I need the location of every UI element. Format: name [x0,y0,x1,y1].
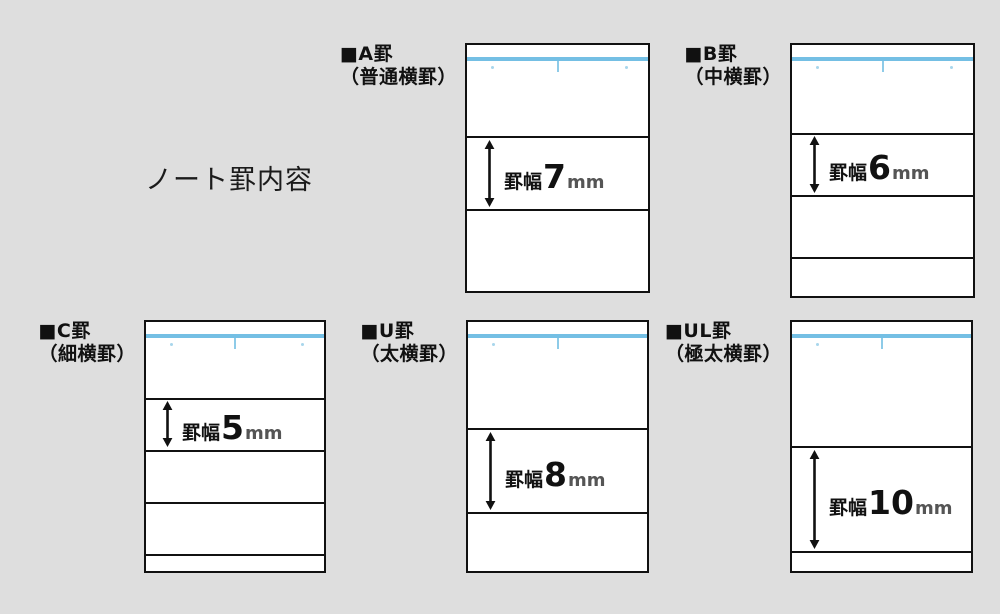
caption-unit: mm [914,498,953,519]
caption-value: 7 [543,157,566,196]
paper-sample-b [790,43,975,298]
ruling-line [146,502,324,504]
spec-name-u: （太横罫） [360,343,458,366]
dimension-arrow-icon [484,140,495,207]
blue-tick-center [557,61,559,72]
ruling-line [792,133,973,135]
caption-unit: mm [566,172,605,193]
ruling-line [792,446,971,448]
blue-tick-dot-left [816,343,819,346]
ruling-line [792,551,971,553]
paper-sample-a [465,43,650,293]
ruling-line [146,398,324,400]
caption-kanji: 罫幅 [829,162,868,184]
blue-tick-center [881,338,883,349]
spec-name-b: （中横罫） [684,66,782,89]
blue-header-rule [146,334,324,338]
dimension-caption-b: 罫幅 6 mm [829,151,930,184]
dimension-caption-u: 罫幅 8 mm [505,458,606,491]
spec-label-ul: ■UL罫 （極太横罫） [665,320,790,366]
page-title: ノート罫内容 [145,165,313,196]
dimension-caption-a: 罫幅 7 mm [504,160,605,193]
caption-unit: mm [244,423,283,444]
ruling-line [146,450,324,452]
spec-group-a: ■A罫 （普通横罫） 罫幅 7 mm [340,43,650,293]
paper-sample-c [144,320,326,573]
blue-tick-center [234,338,236,349]
spec-code-ul: ■UL罫 [664,320,732,342]
blue-header-rule [792,57,973,61]
spec-name-ul: （極太横罫） [664,343,782,366]
spec-label-b: ■B罫 （中横罫） [684,43,790,89]
ruling-line [467,209,648,211]
caption-unit: mm [567,470,606,491]
spec-code-b: ■B罫 [684,43,738,65]
caption-value: 10 [868,483,914,522]
blue-header-rule [467,57,648,61]
blue-tick-center [882,61,884,72]
blue-tick-dot-right [301,343,304,346]
dimension-caption-ul: 罫幅 10 mm [829,486,952,519]
dimension-caption-c: 罫幅 5 mm [182,411,283,444]
spec-label-c: ■C罫 （細横罫） [38,320,144,366]
caption-kanji: 罫幅 [504,171,543,193]
blue-tick-dot-left [816,66,819,69]
blue-tick-dot-left [170,343,173,346]
blue-tick-dot-left [492,343,495,346]
dimension-arrow-icon [809,450,820,549]
caption-value: 8 [544,455,567,494]
spec-label-a: ■A罫 （普通横罫） [340,43,465,89]
caption-kanji: 罫幅 [182,422,221,444]
caption-unit: mm [891,163,930,184]
ruling-line [468,512,647,514]
spec-name-a: （普通横罫） [339,66,457,89]
blue-tick-dot-left [491,66,494,69]
spec-group-b: ■B罫 （中横罫） 罫幅 6 mm [684,43,975,298]
spec-group-c: ■C罫 （細横罫） 罫幅 5 mm [38,320,326,573]
blue-header-rule [792,334,971,338]
caption-value: 5 [221,408,244,447]
blue-tick-center [557,338,559,349]
blue-tick-dot-right [625,66,628,69]
dimension-arrow-icon [809,136,820,193]
caption-kanji: 罫幅 [505,469,544,491]
ruling-line [792,195,973,197]
blue-tick-dot-right [950,66,953,69]
spec-code-u: ■U罫 [360,320,415,342]
caption-kanji: 罫幅 [829,497,868,519]
dimension-arrow-icon [485,432,496,510]
spec-code-c: ■C罫 [38,320,91,342]
spec-label-u: ■U罫 （太横罫） [360,320,466,366]
spec-group-u: ■U罫 （太横罫） 罫幅 8 mm [360,320,649,573]
ruling-line [468,428,647,430]
ruling-line [467,136,648,138]
caption-value: 6 [868,148,891,187]
blue-header-rule [468,334,647,338]
spec-name-c: （細横罫） [38,343,136,366]
dimension-arrow-icon [162,401,173,447]
ruling-line [792,257,973,259]
spec-code-a: ■A罫 [339,43,394,65]
paper-sample-u [466,320,649,573]
ruling-line [146,554,324,556]
spec-group-ul: ■UL罫 （極太横罫） 罫幅 10 mm [665,320,973,573]
paper-sample-ul [790,320,973,573]
